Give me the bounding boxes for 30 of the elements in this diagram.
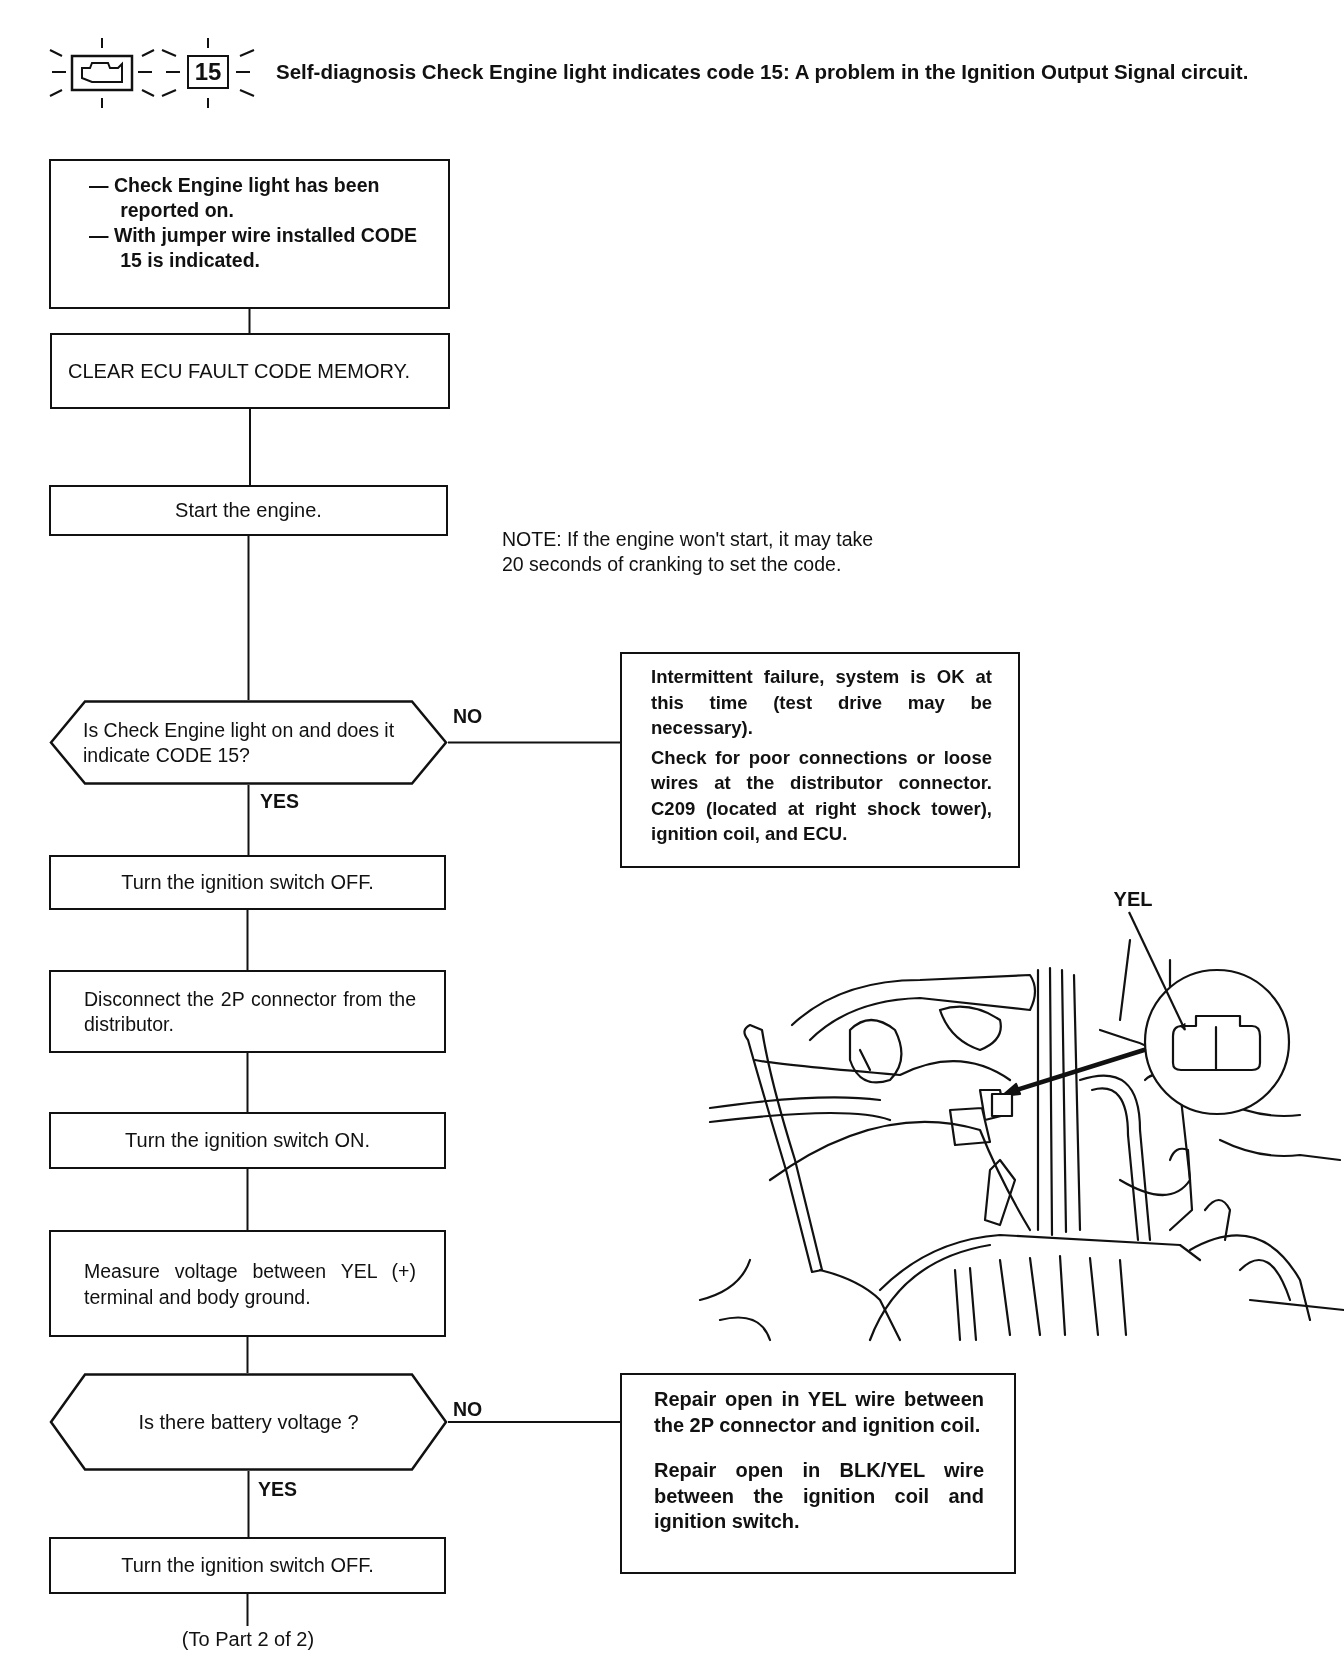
connector-line [447,1421,621,1423]
process-box: CLEAR ECU FAULT CODE MEMORY. [50,333,450,409]
note-text: NOTE: If the engine won't start, it may take 20 seconds of cranking to set the code. [502,527,875,577]
connector-line [246,909,249,971]
code-number: 15 [187,55,229,89]
page-title: Self-diagnosis Check Engine light indicates code 15: A problem in the Ignition Output Signal circuit. [276,60,1249,84]
connector-line [246,1593,249,1627]
connector-line [246,1168,249,1231]
note-text: (To Part 2 of 2) [148,1626,348,1652]
connector-line [248,308,251,334]
leader-arrow [1128,911,1186,1031]
connector-line [249,408,251,486]
process-box: Disconnect the 2P connector from the distributor. [49,970,446,1053]
process-box: Turn the ignition switch ON. [49,1112,446,1169]
wire-color-label: YEL [1108,886,1158,912]
process-box: Repair open in YEL wire between the 2P connector and ignition coil. Repair open in BLK/YEL wire between the ignition coil and ignition switch. [620,1373,1016,1574]
process-box: Intermittent failure, system is OK at this time (test drive may be necessary). Check for poor connections or loose wires at the distributor connector. C209 (located at right shock tower), ignition coil, and ECU. [620,652,1020,868]
connector-line [247,535,250,701]
connector-line [247,1470,250,1538]
connector-line [246,1052,249,1113]
decision-hexagon: Is there battery voltage ? [49,1373,448,1471]
process-box: — Check Engine light has been reported on. — With jumper wire installed CODE 15 is indicated. [49,159,450,309]
connector-line [246,1336,249,1374]
process-box: Measure voltage between YEL (+) terminal and body ground. [49,1230,446,1337]
connector-line [447,741,621,744]
process-box: Start the engine. [49,485,448,536]
process-box: Turn the ignition switch OFF. [49,1537,446,1594]
process-box: Turn the ignition switch OFF. [49,855,446,910]
decision-hexagon: Is Check Engine light on and does it indicate CODE 15? [49,700,448,785]
connector-line [247,784,250,856]
